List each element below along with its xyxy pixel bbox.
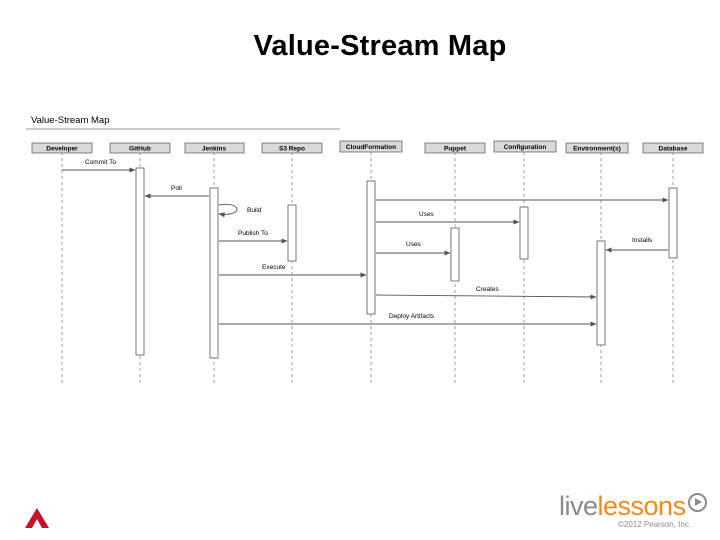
participant-database: Database [642, 142, 704, 154]
participant-label: Configuration [504, 144, 547, 151]
participant-puppet: Puppet [424, 142, 486, 154]
message-commit-to: Commit To [62, 159, 136, 173]
pearson-triangle-logo-icon [25, 508, 49, 528]
participant-cloudformation: CloudFormation [339, 140, 403, 153]
participant-configuration: Configuration [493, 140, 557, 153]
participant-label: GitHub [129, 146, 151, 153]
message-build: Build [218, 203, 262, 218]
activation-github [135, 167, 145, 356]
activation-environments [596, 240, 606, 346]
message-uses-configuration: Uses [376, 211, 520, 225]
message-installs: Installs [605, 237, 668, 253]
livelessons-brand: livelessons [559, 493, 707, 520]
message-label: Installs [632, 237, 653, 244]
participant-label: Database [659, 146, 688, 153]
activation-jenkins [209, 187, 219, 359]
brand-lessons: lessons [597, 491, 687, 521]
activation-s3-repo [287, 204, 297, 262]
participant-environments: Environment(s) [565, 142, 629, 154]
messages: Commit To Poll Build Publish To Uses Ins… [62, 159, 669, 327]
message-uses-puppet: Uses [376, 241, 451, 256]
message-label: Build [247, 207, 262, 214]
diagram-title: Value-Stream Map [31, 115, 110, 126]
play-circle-icon [687, 493, 707, 512]
activations [135, 167, 678, 359]
message-label: Execute [262, 264, 286, 271]
activation-configuration [519, 206, 529, 260]
participant-label: S3 Repo [279, 146, 305, 153]
message-deploy-artifacts: Deploy Artifacts [219, 313, 597, 327]
message-label: Poll [171, 185, 182, 192]
activation-puppet [450, 227, 460, 282]
activation-cloudformation [366, 180, 376, 315]
slide-title: Value-Stream Map [253, 30, 507, 62]
participant-headers: Developer GitHub Jenkins S3 Repo CloudFo… [31, 140, 704, 154]
message-label: Uses [419, 211, 435, 218]
message-creates: Creates [375, 286, 597, 300]
activation-database [668, 187, 678, 259]
participant-label: Environment(s) [573, 146, 621, 153]
participant-label: Developer [46, 146, 78, 153]
message-publish-to: Publish To [219, 230, 288, 244]
participant-s3-repo: S3 Repo [261, 142, 323, 154]
message-execute: Execute [219, 264, 367, 278]
message-label: Deploy Artifacts [389, 313, 435, 320]
copyright-text: ©2012 Pearson, Inc. [618, 520, 692, 529]
message-poll: Poll [144, 185, 209, 199]
participant-label: Jenkins [202, 146, 227, 153]
participant-github: GitHub [109, 142, 171, 154]
message-label: Commit To [85, 159, 116, 166]
participant-label: CloudFormation [346, 144, 396, 151]
message-label: Publish To [238, 230, 268, 237]
message-label: Uses [406, 241, 422, 248]
message-label: Creates [476, 286, 500, 293]
participant-jenkins: Jenkins [184, 142, 245, 154]
participant-label: Puppet [444, 146, 467, 153]
brand-live: live [559, 491, 598, 521]
participant-developer: Developer [31, 142, 93, 154]
